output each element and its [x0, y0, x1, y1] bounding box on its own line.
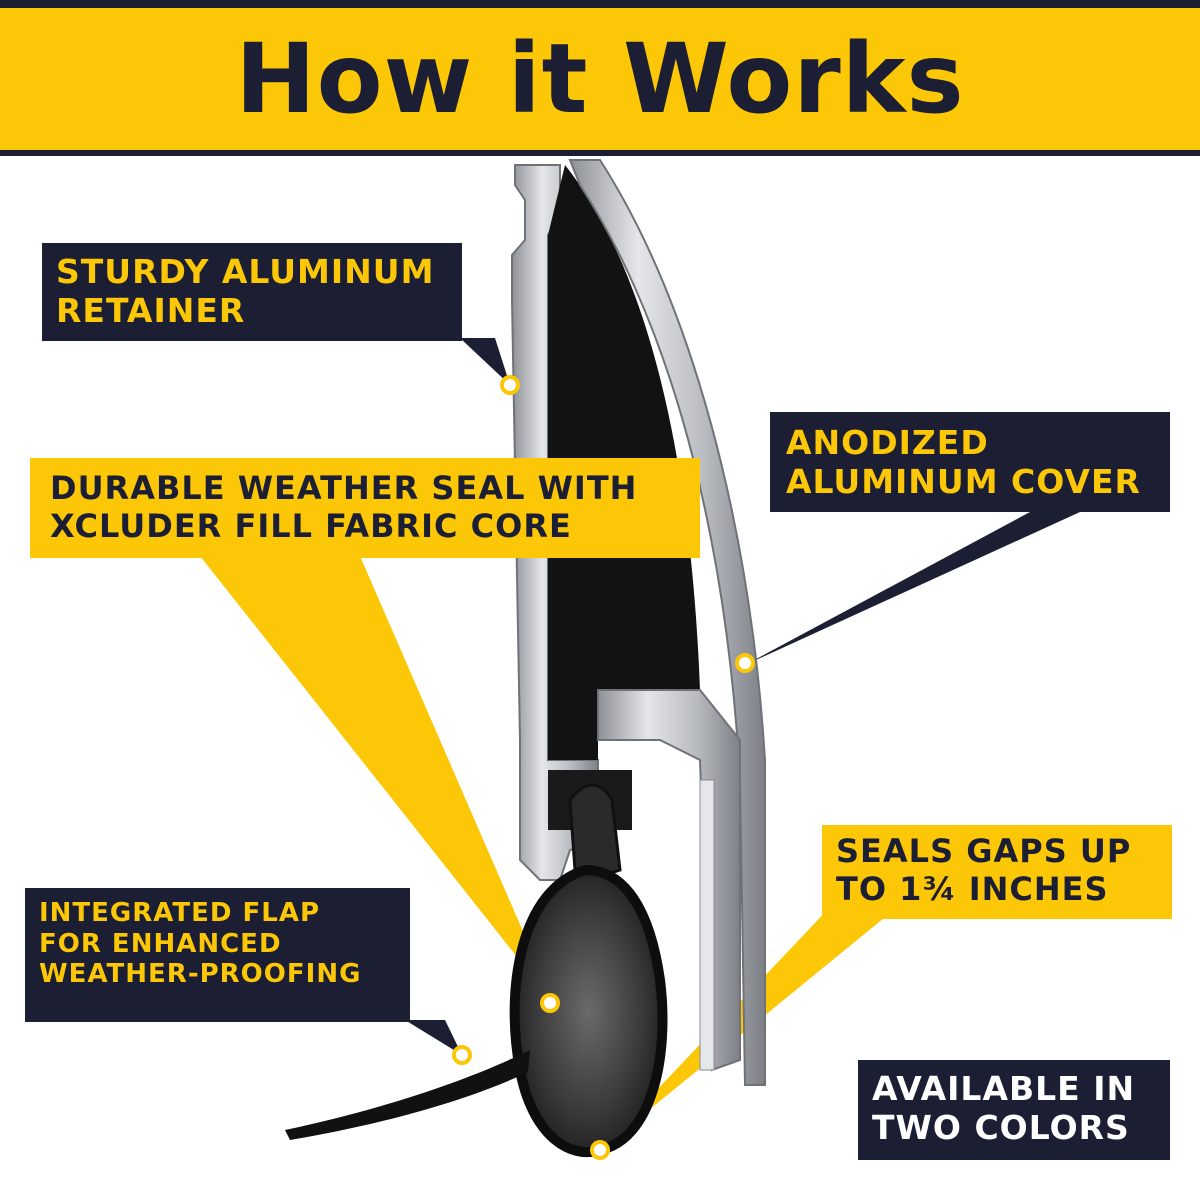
seal-neck — [568, 783, 622, 882]
dot-flap — [452, 1045, 472, 1065]
header-banner: How it Works — [0, 8, 1200, 156]
dot-retainer — [500, 375, 520, 395]
label-retainer: STURDY ALUMINUM RETAINER — [42, 243, 462, 341]
page-title: How it Works — [235, 23, 965, 135]
seal-bulb — [509, 864, 668, 1158]
seal-flap — [285, 1050, 530, 1140]
label-weather-seal: DURABLE WEATHER SEAL WITH XCLUDER FILL F… — [30, 458, 700, 558]
top-border — [0, 0, 1200, 8]
pointer-cover — [745, 512, 1080, 665]
pointer-flap — [405, 1020, 462, 1055]
retainer-lip — [699, 779, 715, 1071]
dot-gaps — [590, 1140, 610, 1160]
label-gaps: SEALS GAPS UP TO 1¾ INCHES — [822, 825, 1172, 919]
pointer-weather-seal — [200, 556, 555, 1005]
label-flap: INTEGRATED FLAP FOR ENHANCED WEATHER-PRO… — [25, 888, 410, 1022]
label-colors: AVAILABLE IN TWO COLORS — [858, 1060, 1170, 1160]
dot-cover — [735, 653, 755, 673]
label-cover: ANODIZED ALUMINUM COVER — [770, 412, 1170, 512]
aluminum-cover — [568, 159, 766, 1086]
pointer-retainer — [460, 338, 510, 385]
dot-seal — [540, 993, 560, 1013]
